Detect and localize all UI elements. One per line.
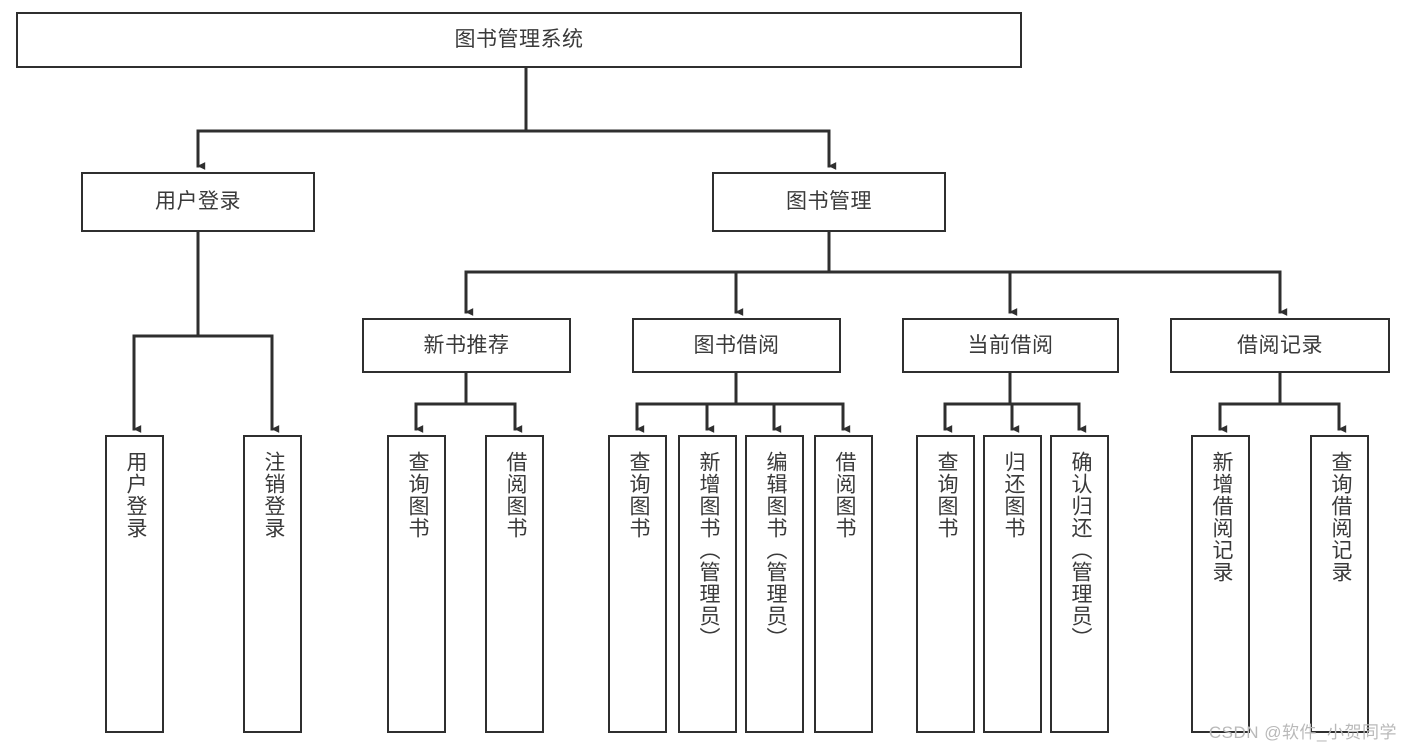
node-new-book-recommendation[interactable]: 新书推荐: [362, 318, 571, 373]
node-book-management-label: 图书管理: [786, 190, 872, 214]
leaf-node-label: 借阅图书: [832, 451, 856, 539]
leaf-node[interactable]: 查询图书: [608, 435, 667, 733]
node-root[interactable]: 图书管理系统: [16, 12, 1022, 68]
leaf-node-label: 用户登录: [123, 451, 147, 539]
node-user-login-label: 用户登录: [155, 190, 241, 214]
leaf-node-label: 查询借阅记录: [1328, 451, 1352, 583]
leaf-node-label: 借阅图书: [503, 451, 527, 539]
leaf-node[interactable]: 借阅图书: [814, 435, 873, 733]
leaf-node[interactable]: 查询图书: [387, 435, 446, 733]
leaf-node-label: 新增借阅记录: [1209, 451, 1233, 583]
leaf-node-label: 归还图书: [1001, 451, 1025, 539]
leaf-node[interactable]: 新增借阅记录: [1191, 435, 1250, 733]
node-book-borrowing[interactable]: 图书借阅: [632, 318, 841, 373]
leaf-node[interactable]: 编辑图书（管理员）: [745, 435, 804, 733]
leaf-node[interactable]: 查询借阅记录: [1310, 435, 1369, 733]
leaf-node-label: 查询图书: [934, 451, 958, 539]
leaf-node[interactable]: 用户登录: [105, 435, 164, 733]
leaf-node[interactable]: 查询图书: [916, 435, 975, 733]
leaf-node[interactable]: 新增图书（管理员）: [678, 435, 737, 733]
leaf-node[interactable]: 注销登录: [243, 435, 302, 733]
leaf-node-label: 查询图书: [405, 451, 429, 539]
csdn-watermark: CSDN @软件_小贺同学: [1208, 723, 1397, 742]
node-book-management[interactable]: 图书管理: [712, 172, 946, 232]
leaf-node[interactable]: 借阅图书: [485, 435, 544, 733]
leaf-node[interactable]: 确认归还（管理员）: [1050, 435, 1109, 733]
leaf-node[interactable]: 归还图书: [983, 435, 1042, 733]
leaf-node-label: 编辑图书（管理员）: [763, 451, 787, 649]
node-book-borrowing-label: 图书借阅: [693, 333, 780, 357]
leaf-node-label: 查询图书: [626, 451, 650, 539]
node-root-label: 图书管理系统: [454, 28, 584, 52]
node-user-login[interactable]: 用户登录: [81, 172, 315, 232]
node-current-borrowing-label: 当前借阅: [967, 333, 1054, 357]
leaf-node-label: 注销登录: [261, 451, 285, 539]
node-current-borrowing[interactable]: 当前借阅: [902, 318, 1119, 373]
leaf-node-label: 新增图书（管理员）: [696, 451, 720, 649]
node-new-book-recommendation-label: 新书推荐: [423, 333, 510, 357]
node-borrowing-record[interactable]: 借阅记录: [1170, 318, 1390, 373]
node-borrowing-record-label: 借阅记录: [1237, 333, 1323, 357]
leaf-node-label: 确认归还（管理员）: [1068, 451, 1092, 649]
